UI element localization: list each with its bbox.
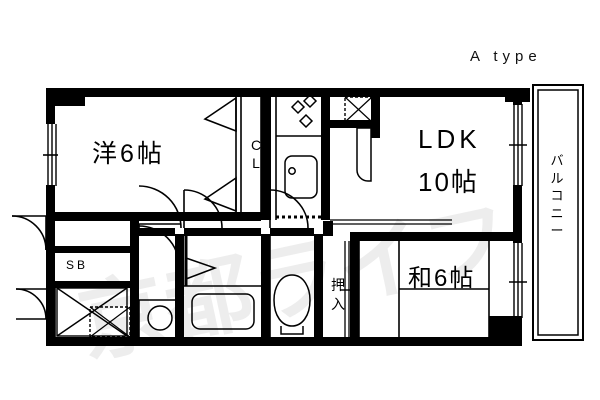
- western-room-door[interactable]: [138, 185, 182, 267]
- balcony-outline: [532, 84, 584, 341]
- oshiire-label-char-2: 入: [331, 296, 345, 312]
- kitchen-fixtures: [284, 93, 318, 199]
- ldk-balcony-window: [509, 104, 527, 186]
- plan-title: A type: [470, 48, 542, 65]
- room-label-japanese: 和6帖: [408, 265, 476, 292]
- washroom-fitting: [184, 236, 218, 286]
- shoe-box-label: SB: [66, 258, 89, 272]
- doors: [11, 185, 309, 320]
- corner-pillar: [55, 88, 85, 106]
- balcony-label-char-1: バ: [550, 153, 564, 168]
- western-room-window: [43, 124, 58, 186]
- bathtub: [191, 293, 255, 330]
- toilet: [273, 274, 311, 335]
- closet-label-char-1: C: [250, 137, 262, 153]
- room-label-ldk-size: 10帖: [418, 167, 479, 197]
- refrigerator-space: [344, 96, 373, 123]
- balcony-label: バルコニー: [549, 152, 565, 240]
- toilet-door[interactable]: [269, 189, 309, 229]
- washroom-door[interactable]: [183, 189, 223, 229]
- oshiire-fusuma: [340, 241, 352, 337]
- closet-label-char-2: L: [252, 155, 260, 171]
- three-burner-stove: [290, 93, 318, 129]
- secondary-entry-door[interactable]: [15, 288, 47, 320]
- room-label-ldk: LDK: [418, 124, 481, 154]
- oshiire-label-char-1: 押: [331, 277, 345, 293]
- washing-machine-space: [89, 306, 131, 338]
- bath-fixtures: [147, 236, 311, 335]
- washitsu-balcony-window: [509, 243, 527, 318]
- kitchen-counter-unit: [356, 127, 372, 182]
- closet-label: C L: [247, 136, 265, 172]
- balcony-label-char-4: ニ: [550, 205, 564, 221]
- balcony-label-char-2: ル: [550, 170, 564, 186]
- oshiire-label: 押 入: [330, 276, 346, 314]
- ldk-entry-threshold: [276, 215, 452, 225]
- balcony-label-char-5: ー: [550, 223, 564, 238]
- entrance-door[interactable]: [11, 215, 47, 251]
- balcony-label-char-3: コ: [550, 188, 564, 203]
- windows: [43, 104, 527, 337]
- room-label-western: 洋6帖: [92, 140, 165, 168]
- structural-walls: [46, 88, 530, 346]
- western-room-sliding-door: [141, 214, 232, 219]
- closet-folding-doors: [203, 96, 237, 213]
- washbasin: [147, 305, 173, 331]
- kitchen-sink: [284, 155, 318, 199]
